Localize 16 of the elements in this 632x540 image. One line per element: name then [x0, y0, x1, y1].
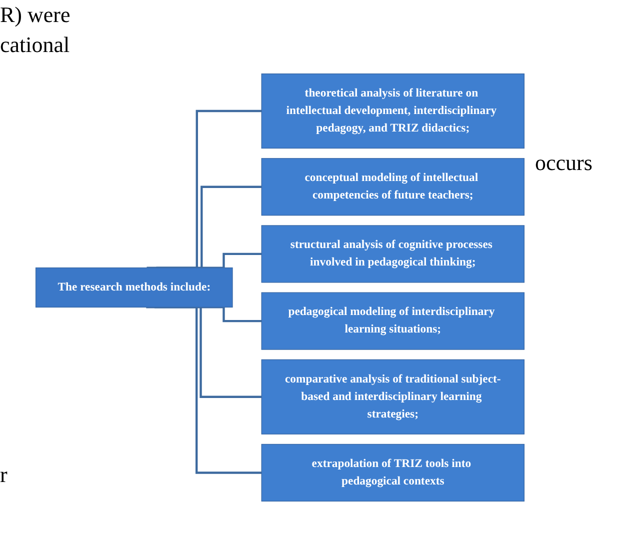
node-box: extrapolation of TRIZ tools into pedagogical contexts	[261, 444, 525, 502]
connector	[156, 186, 262, 269]
node-box: The research methods include:	[35, 267, 233, 308]
node-box: conceptual modeling of intellectual competencies of future teachers;	[261, 158, 525, 216]
text-fragment: cational	[0, 32, 70, 58]
text-fragment: R) were	[0, 2, 70, 28]
connector	[200, 306, 262, 322]
node-box: theoretical analysis of literature on intellectual development, interdisciplinary pedagogy, and TRIZ didactics;	[261, 73, 525, 149]
node-box: structural analysis of cognitive processes involved in pedagogical thinking;	[261, 225, 525, 283]
node-box: comparative analysis of traditional subject-based and interdisciplinary learning strategies;	[261, 359, 525, 434]
node-box: pedagogical modeling of interdisciplinary learning situations;	[261, 292, 525, 350]
text-fragment: r	[0, 462, 8, 488]
connector	[146, 306, 262, 474]
text-fragment: occurs	[535, 150, 592, 176]
connector	[200, 252, 262, 269]
connector	[146, 110, 262, 269]
